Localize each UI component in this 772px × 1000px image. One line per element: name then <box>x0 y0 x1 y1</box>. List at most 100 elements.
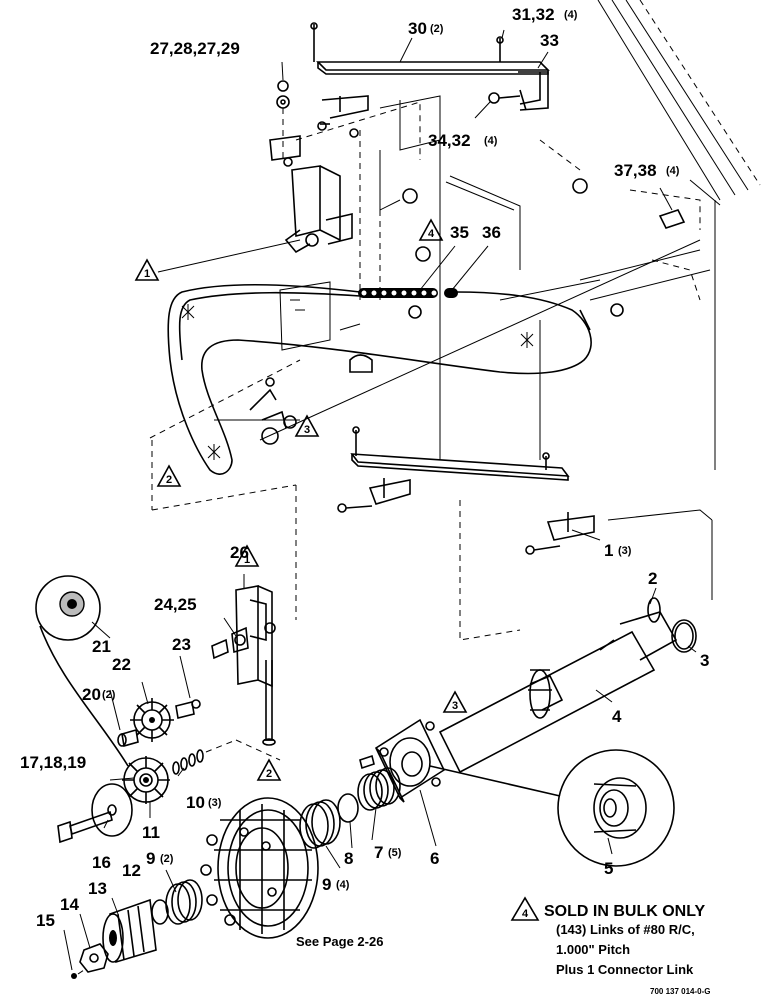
note-title: SOLD IN BULK ONLY <box>544 903 706 920</box>
callout-6: 6 <box>430 849 439 868</box>
callout-20-qty: (2) <box>102 689 116 701</box>
callout-26: 26 <box>230 543 249 562</box>
washers-10 <box>172 739 237 775</box>
callout-24-25: 24,25 <box>154 595 197 614</box>
callout-7: 7 <box>374 843 383 862</box>
callout-36: 36 <box>482 223 501 242</box>
callout-3: 3 <box>700 651 709 670</box>
nut-14 <box>79 943 109 973</box>
note-block: 4 SOLD IN BULK ONLY (143) Links of #80 R… <box>510 896 706 977</box>
shaft-centerline <box>149 239 701 620</box>
bearing-housing-6 <box>359 718 446 803</box>
leader-lines <box>63 29 697 971</box>
chain-links-35 <box>358 288 438 298</box>
note-triangle-number: 4 <box>522 908 529 920</box>
left-mounting-bracket <box>269 80 353 254</box>
triangle-3-shaft-number: 3 <box>452 700 458 712</box>
washer-16 <box>91 783 133 837</box>
figure-code: 700 137 014-0-G <box>650 987 711 996</box>
callout-14: 14 <box>60 895 79 914</box>
callout-10: 10 <box>186 793 205 812</box>
hub-13 <box>102 898 157 964</box>
sprocket-on-shaft <box>528 669 552 719</box>
callout-8: 8 <box>344 849 353 868</box>
tensioner-assembly <box>211 585 276 746</box>
frame-panel <box>279 95 441 460</box>
callout-21: 21 <box>92 637 111 656</box>
large-sprocket-assembly <box>200 797 319 939</box>
ring-12 <box>151 899 169 925</box>
detail-circle-21 <box>35 575 129 767</box>
callout-9-a: 9 <box>146 849 155 868</box>
triangle-marker-2-left: 2 <box>156 464 182 487</box>
note-line-1: (143) Links of #80 R/C, <box>556 922 695 937</box>
triangle-marker-1-top: 1 <box>134 239 301 281</box>
callout-labels: 30 (2) 31,32 (4) 33 27,28,27,29 34,32 (4… <box>20 5 709 930</box>
callout-10-qty: (3) <box>208 797 222 809</box>
callout-27-28-27-29: 27,28,27,29 <box>150 39 240 58</box>
bracket-left-upper <box>321 95 369 138</box>
triangle-marker-3-shaft: 3 <box>442 690 468 713</box>
roller-chain-loop <box>167 283 592 475</box>
callout-16: 16 <box>92 853 111 872</box>
callout-30: 30 <box>408 19 427 38</box>
callout-7-qty: (5) <box>388 847 402 859</box>
callout-5: 5 <box>604 859 613 878</box>
spring-7 <box>357 767 401 811</box>
triangle-1-top-number: 1 <box>144 268 150 280</box>
cap-15 <box>71 969 85 979</box>
triangle-marker-3-center: 3 <box>294 414 320 437</box>
snap-ring-3 <box>671 619 697 653</box>
callout-31-32-qty: (4) <box>564 9 578 21</box>
callout-2: 2 <box>648 569 657 588</box>
bushing-20 <box>117 728 139 748</box>
callout-15: 15 <box>36 911 55 930</box>
right-side-panel <box>445 139 711 460</box>
housing-outline <box>597 0 761 470</box>
shaft-4 <box>438 611 678 774</box>
callout-9-b: 9 <box>322 875 331 894</box>
callout-1-qty: (3) <box>618 545 632 557</box>
triangle-3-center-number: 3 <box>304 424 310 436</box>
callout-37-38: 37,38 <box>614 161 657 180</box>
triangle-1-tensioner-number: 1 <box>244 554 250 566</box>
callout-23: 23 <box>172 635 191 654</box>
callout-17-18-19: 17,18,19 <box>20 753 86 772</box>
washer-2 <box>647 597 661 623</box>
triangle-marker-2-lower: 2 <box>235 739 282 781</box>
triangle-marker-1-tensioner: 1 <box>234 544 260 567</box>
callout-22: 22 <box>112 655 131 674</box>
ring-8 <box>337 793 359 823</box>
callout-1: 1 <box>604 541 613 560</box>
spring-9-right <box>299 799 341 849</box>
bolt-17 <box>57 810 113 844</box>
callout-20: 20 <box>82 685 101 704</box>
bolt-34 <box>488 92 521 104</box>
callout-9-b-qty: (4) <box>336 879 350 891</box>
spring-9-left <box>165 879 203 925</box>
see-page-reference: See Page 2-26 <box>296 934 383 949</box>
triangle-2-left-number: 2 <box>166 474 172 486</box>
idler-sprocket-22 <box>130 698 174 742</box>
note-line-3: Plus 1 Connector Link <box>556 962 694 977</box>
callout-9-a-qty: (2) <box>160 853 174 865</box>
chain-asterisks <box>181 304 534 460</box>
callout-37-38-qty: (4) <box>666 165 680 177</box>
callout-33: 33 <box>540 31 559 50</box>
bushing-23 <box>175 699 201 719</box>
callout-11: 11 <box>142 823 160 842</box>
connector-link-36 <box>444 288 458 298</box>
bracket-33 <box>518 71 549 111</box>
callout-12: 12 <box>122 861 141 880</box>
callout-4: 4 <box>612 707 622 726</box>
detail-circle-5 <box>429 749 675 867</box>
triangle-2-lower-number: 2 <box>266 768 272 780</box>
callout-30-qty: (2) <box>430 23 444 35</box>
callout-34-32-qty: (4) <box>484 135 498 147</box>
triangle-4-number: 4 <box>428 228 435 240</box>
note-line-2: 1.000" Pitch <box>556 942 630 957</box>
callout-34-32: 34,32 <box>428 131 471 150</box>
callout-13: 13 <box>88 879 107 898</box>
callout-35: 35 <box>450 223 469 242</box>
